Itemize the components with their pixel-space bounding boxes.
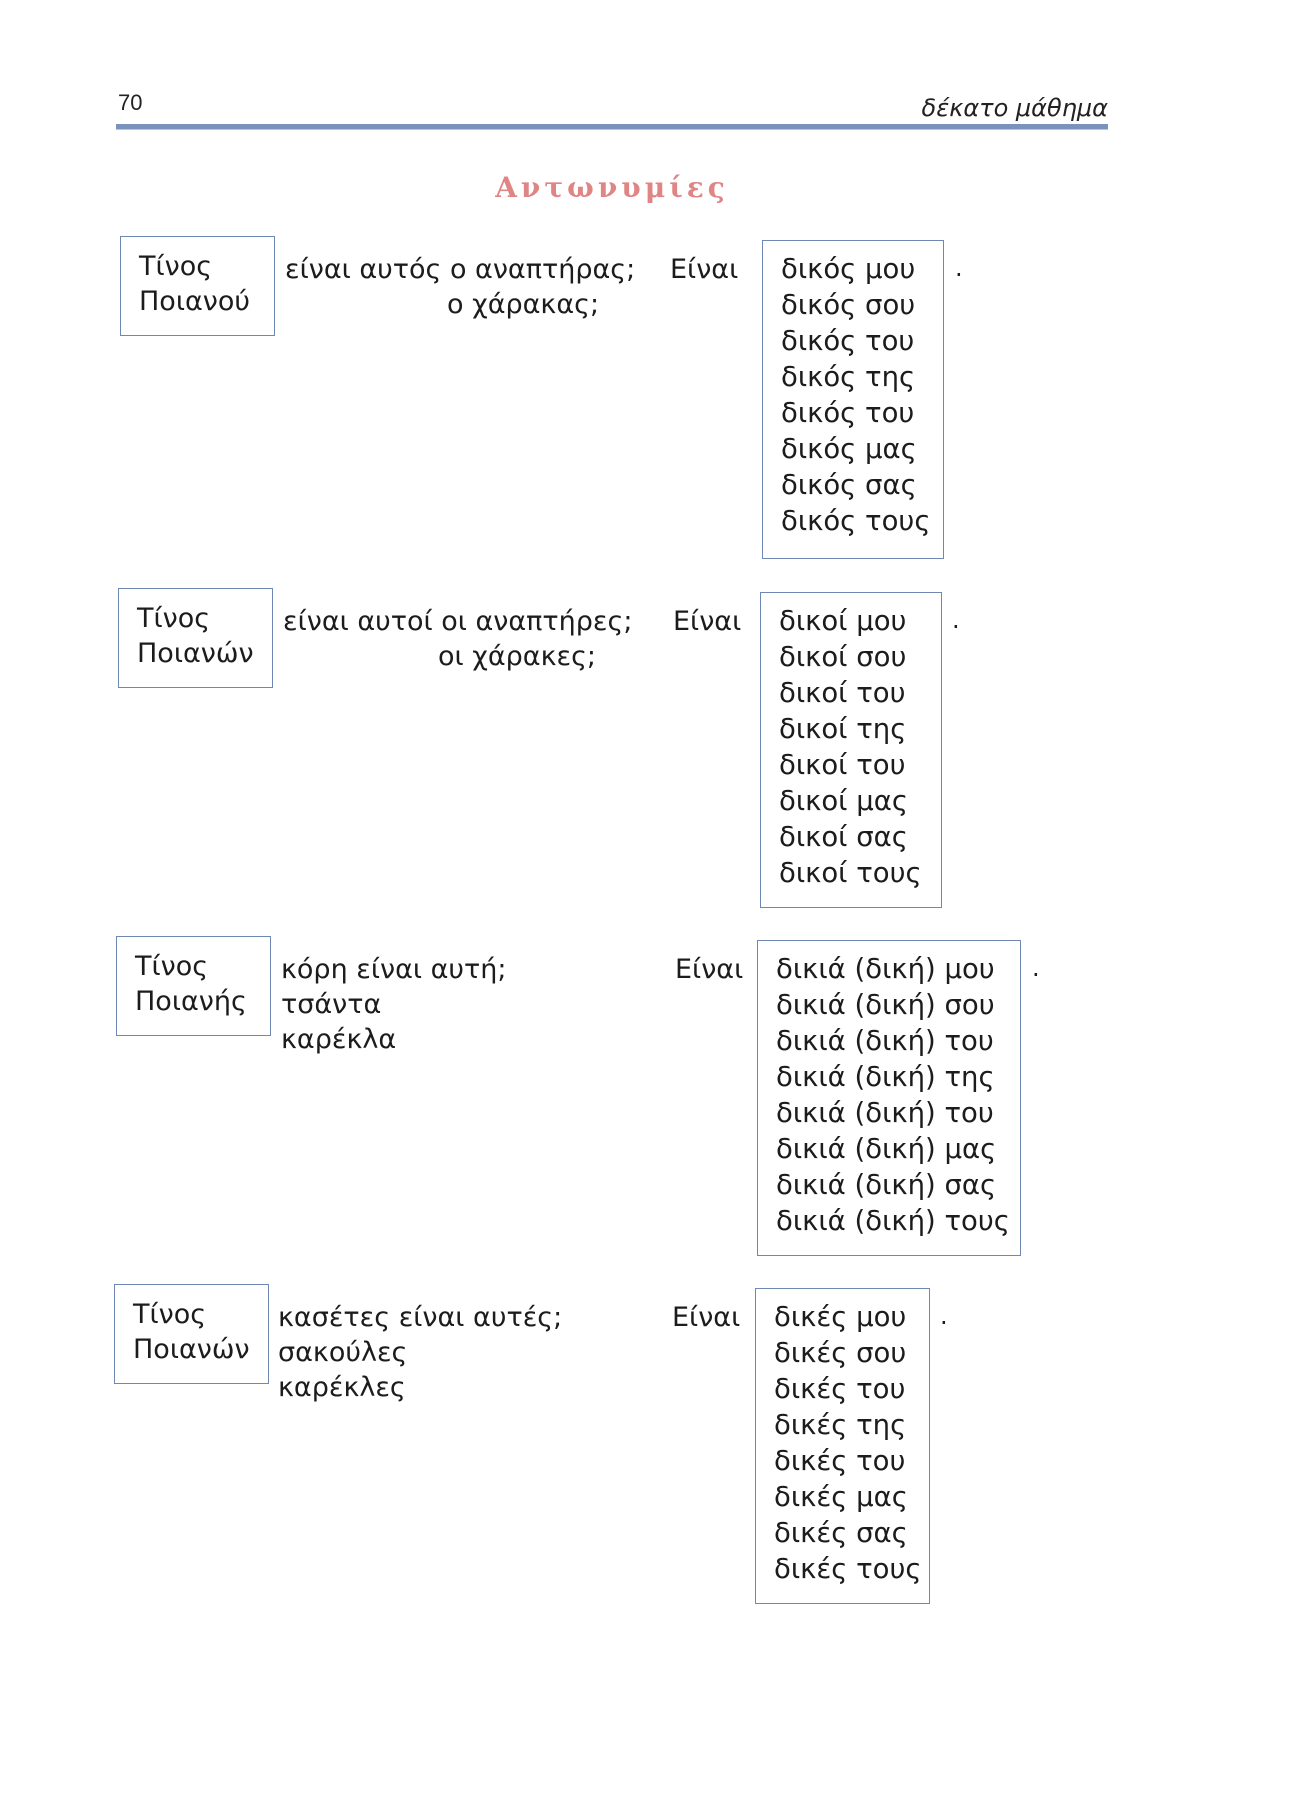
answer-line: δικοί μου bbox=[779, 605, 907, 637]
answer-line: δικιά (δική) του bbox=[776, 1025, 994, 1057]
answer-line: δικές της bbox=[774, 1409, 907, 1441]
answer-line: δικοί σου bbox=[779, 641, 907, 673]
subject-line: κασέτες είναι αυτές; bbox=[278, 1302, 563, 1333]
period-mark: . bbox=[1032, 954, 1040, 982]
subject-line: είναι αυτός ο αναπτήρας; bbox=[285, 254, 636, 285]
answer-line: δικές μου bbox=[774, 1301, 907, 1333]
question-word: Ποιανού bbox=[139, 286, 250, 317]
period-mark: . bbox=[955, 254, 963, 282]
question-box: Τίνος Ποιανών bbox=[114, 1284, 269, 1384]
subject-line: καρέκλες bbox=[278, 1372, 406, 1403]
answer-line: δικός τους bbox=[781, 505, 931, 537]
page-number: 70 bbox=[118, 90, 143, 115]
answer-line: δικός μου bbox=[781, 253, 916, 285]
answer-line: δικοί τους bbox=[779, 857, 922, 889]
answer-box: δικοί μου δικοί σου δικοί του δικοί της … bbox=[760, 592, 942, 908]
answer-line: δικιά (δική) σας bbox=[776, 1169, 997, 1201]
answer-line: δικιά (δική) σου bbox=[776, 989, 995, 1021]
question-box: Τίνος Ποιανού bbox=[120, 236, 275, 336]
answer-line: δικοί του bbox=[779, 677, 906, 709]
question-word: Ποιανής bbox=[135, 986, 247, 1017]
answer-box: δικιά (δική) μου δικιά (δική) σου δικιά … bbox=[757, 940, 1021, 1256]
subject-text: κόρη είναι αυτή; τσάντα καρέκλα bbox=[281, 952, 506, 1057]
answer-line: δικοί μας bbox=[779, 785, 908, 817]
verb-einai: Είναι bbox=[670, 254, 739, 285]
answer-line: δικός σας bbox=[781, 469, 917, 501]
answer-line: δικές μας bbox=[774, 1481, 908, 1513]
subject-text: κασέτες είναι αυτές; σακούλες καρέκλες bbox=[278, 1300, 562, 1405]
subject-line: είναι αυτοί οι αναπτήρες; bbox=[283, 606, 633, 637]
answer-line: δικός σου bbox=[781, 289, 916, 321]
answer-line: δικές του bbox=[774, 1445, 906, 1477]
question-word: Ποιανών bbox=[137, 638, 254, 669]
answer-line: δικιά (δική) τους bbox=[776, 1205, 1010, 1237]
page-title: Αντωνυμίες bbox=[495, 171, 729, 204]
answer-line: δικές τους bbox=[774, 1553, 922, 1585]
answer-line: δικές σας bbox=[774, 1517, 908, 1549]
answer-box: δικές μου δικές σου δικές του δικές της … bbox=[755, 1288, 930, 1604]
header-rule bbox=[116, 124, 1108, 130]
subject-line: καρέκλα bbox=[281, 1024, 397, 1055]
answer-line: δικιά (δική) του bbox=[776, 1097, 994, 1129]
subject-line: οι χάρακες; bbox=[438, 641, 597, 672]
question-word: Τίνος bbox=[139, 251, 213, 282]
subject-text: είναι αυτός ο αναπτήρας; ο χάρακας; bbox=[285, 252, 635, 322]
answer-line: δικιά (δική) μου bbox=[776, 953, 995, 985]
question-word: Τίνος bbox=[135, 951, 209, 982]
question-word: Ποιανών bbox=[133, 1334, 250, 1365]
answer-line: δικοί σας bbox=[779, 821, 908, 853]
answer-line: δικός μας bbox=[781, 433, 917, 465]
question-word: Τίνος bbox=[133, 1299, 207, 1330]
verb-einai: Είναι bbox=[675, 954, 744, 985]
answer-line: δικές σου bbox=[774, 1337, 907, 1369]
question-box: Τίνος Ποιανής bbox=[116, 936, 271, 1036]
answer-line: δικός του bbox=[781, 397, 915, 429]
subject-line: κόρη είναι αυτή; bbox=[281, 954, 507, 985]
verb-einai: Είναι bbox=[672, 1302, 741, 1333]
answer-line: δικιά (δική) μας bbox=[776, 1133, 997, 1165]
answer-line: δικοί του bbox=[779, 749, 906, 781]
answer-line: δικιά (δική) της bbox=[776, 1061, 995, 1093]
answer-box: δικός μου δικός σου δικός του δικός της … bbox=[762, 240, 944, 559]
subject-line: σακούλες bbox=[278, 1337, 408, 1368]
question-word: Τίνος bbox=[137, 603, 211, 634]
question-box: Τίνος Ποιανών bbox=[118, 588, 273, 688]
answer-line: δικές του bbox=[774, 1373, 906, 1405]
subject-line: τσάντα bbox=[281, 989, 382, 1020]
answer-line: δικοί της bbox=[779, 713, 907, 745]
verb-einai: Είναι bbox=[673, 606, 742, 637]
subject-line: ο χάρακας; bbox=[447, 289, 600, 320]
period-mark: . bbox=[940, 1302, 948, 1330]
answer-line: δικός της bbox=[781, 361, 916, 393]
running-head: δέκατο μάθημα bbox=[921, 94, 1108, 122]
answer-line: δικός του bbox=[781, 325, 915, 357]
subject-text: είναι αυτοί οι αναπτήρες; οι χάρακες; bbox=[283, 604, 632, 674]
period-mark: . bbox=[952, 606, 960, 634]
